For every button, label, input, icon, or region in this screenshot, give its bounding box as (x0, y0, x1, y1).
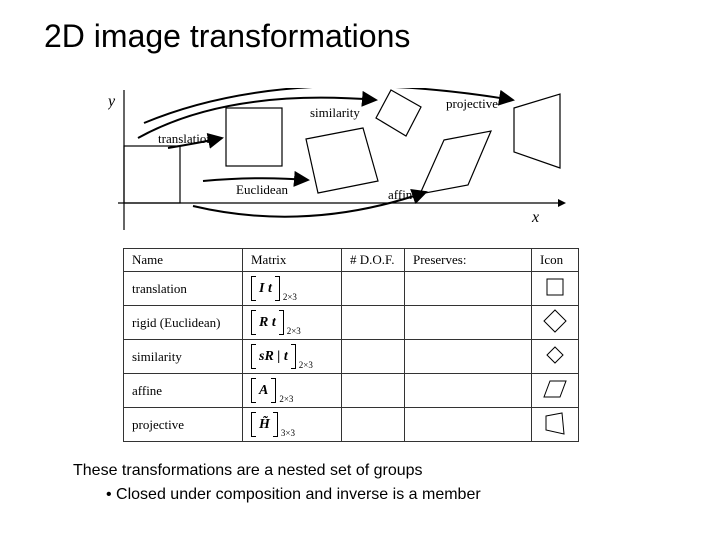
label-affine: affine (388, 187, 418, 202)
affine-icon (543, 380, 567, 397)
row-matrix: I t2×3 (242, 271, 342, 306)
row-matrix: H̃3×3 (242, 407, 342, 442)
row-icon (531, 339, 579, 374)
row-dof (341, 339, 405, 374)
row-name: similarity (123, 339, 243, 374)
row-name: projective (123, 407, 243, 442)
header-name: Name (123, 248, 243, 272)
row-matrix: sR | t2×3 (242, 339, 342, 374)
translation-arrow (167, 133, 224, 149)
projective-icon (545, 411, 565, 435)
row-dof (341, 271, 405, 306)
euclidean-arrow (202, 170, 310, 187)
row-matrix: R t2×3 (242, 305, 342, 340)
label-translation: translation (158, 131, 213, 146)
projective-trapezoid (513, 93, 561, 169)
x-axis-label: x (531, 209, 539, 226)
label-similarity: similarity (310, 105, 360, 120)
row-icon (531, 271, 579, 306)
row-preserves (404, 339, 532, 374)
euclidean-square (305, 127, 379, 194)
row-name: affine (123, 373, 243, 408)
table-header-row: Name Matrix # D.O.F. Preserves: Icon (123, 248, 579, 272)
affine-arrow (192, 189, 428, 218)
slide-title: 2D image transformations (44, 18, 411, 54)
y-axis-label: y (108, 93, 116, 110)
similarity-arrow (137, 90, 378, 139)
similarity-icon (546, 345, 564, 364)
table-row: projective H̃3×3 (123, 407, 579, 442)
projective-arrow (143, 88, 515, 124)
table-row: translation I t2×3 (123, 271, 579, 306)
row-icon (531, 305, 579, 340)
translation-icon (546, 278, 564, 295)
transformations-table: Name Matrix # D.O.F. Preserves: Icon tra… (123, 248, 579, 442)
row-icon (531, 373, 579, 408)
table-row: similarity sR | t2×3 (123, 339, 579, 374)
label-euclidean: Euclidean (236, 182, 288, 197)
affine-parallelogram (418, 130, 492, 195)
row-preserves (404, 373, 532, 408)
original-square (123, 145, 181, 204)
row-matrix: A2×3 (242, 373, 342, 408)
bullet-point: • Closed under composition and inverse i… (106, 486, 481, 503)
header-dof: # D.O.F. (341, 248, 405, 272)
row-dof (341, 373, 405, 408)
header-preserves: Preserves: (404, 248, 532, 272)
label-projective: projective (446, 96, 498, 111)
table-row: rigid (Euclidean) R t2×3 (123, 305, 579, 340)
row-preserves (404, 271, 532, 306)
rigid-icon (543, 308, 567, 333)
row-dof (341, 407, 405, 442)
row-name: translation (123, 271, 243, 306)
similarity-square (375, 89, 422, 137)
transformations-figure: y x translation Euclidean similarity aff… (108, 88, 566, 230)
row-dof (341, 305, 405, 340)
row-preserves (404, 407, 532, 442)
row-icon (531, 407, 579, 442)
header-matrix: Matrix (242, 248, 342, 272)
row-preserves (404, 305, 532, 340)
row-name: rigid (Euclidean) (123, 305, 243, 340)
translated-square (225, 107, 283, 167)
header-icon: Icon (531, 248, 579, 272)
caption: These transformations are a nested set o… (73, 462, 423, 479)
table-row: affine A2×3 (123, 373, 579, 408)
